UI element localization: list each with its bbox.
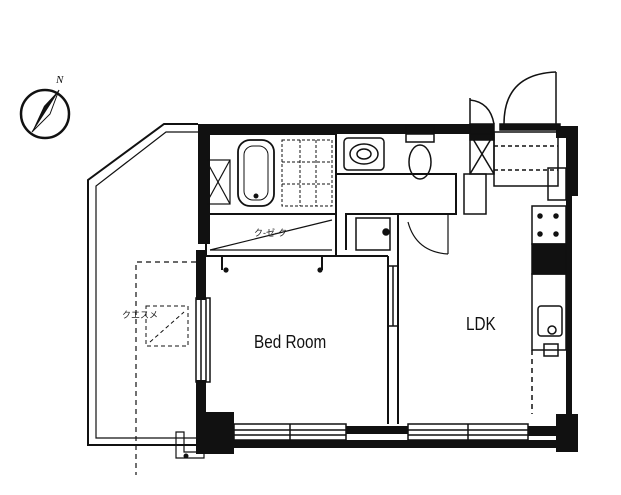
toilet (405, 125, 435, 180)
partition-slider (387, 265, 399, 327)
laundry-spot (355, 217, 391, 251)
exterior-walls (196, 124, 578, 454)
compass-north-label: N (56, 74, 64, 86)
closet (209, 219, 333, 273)
entrance (463, 71, 561, 215)
wash-floor (281, 139, 333, 207)
balcony-unit-label: クエスメ (122, 310, 159, 320)
balcony (87, 123, 205, 475)
closet-label: ク-ゼ-ク (254, 228, 287, 238)
bathtub (237, 139, 275, 207)
bed-room-label: Bed Room (254, 332, 327, 352)
compass-icon (19, 88, 71, 140)
ldk-door (407, 214, 449, 255)
kitchen (531, 167, 567, 414)
bedroom-left-window (195, 297, 211, 383)
ldk-label: LDK (466, 314, 496, 334)
interior-walls (205, 133, 457, 424)
washbasin (343, 137, 385, 171)
